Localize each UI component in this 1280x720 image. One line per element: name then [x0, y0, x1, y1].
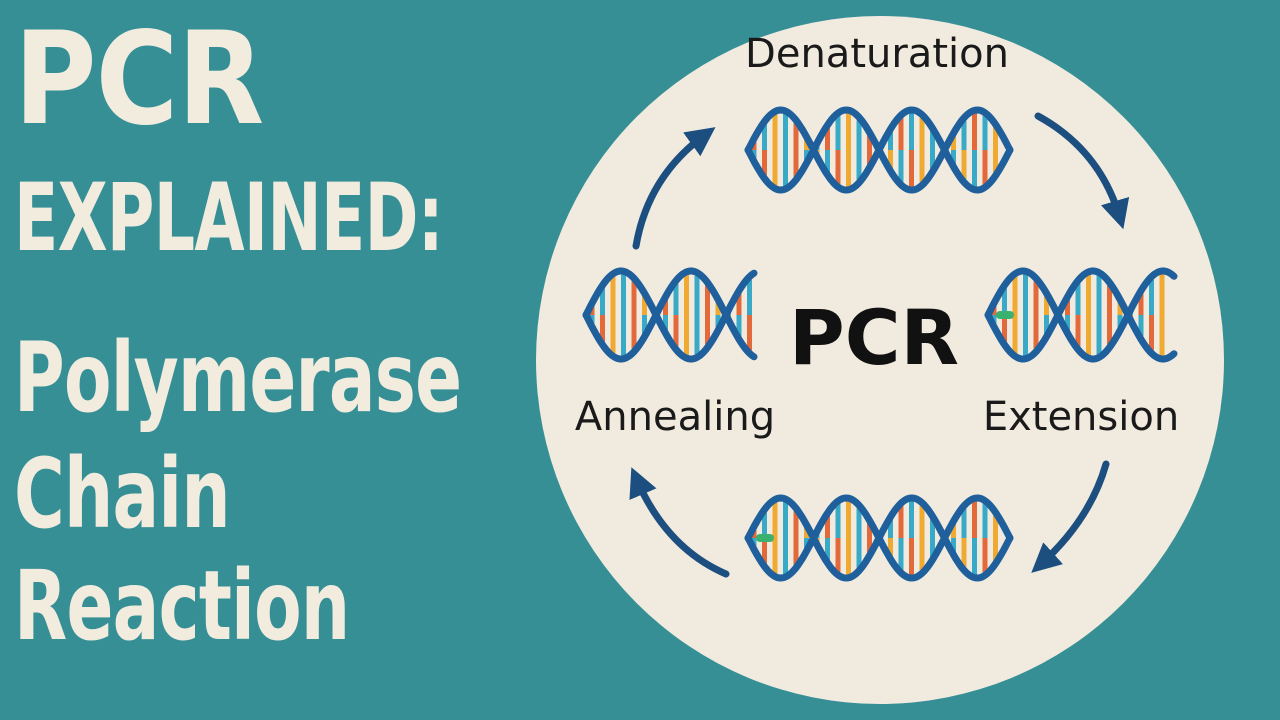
cycle-arrow-icon [1034, 112, 1130, 230]
primer-mark [756, 534, 774, 542]
primer-mark [996, 311, 1014, 319]
title-explained: EXPLAINED: [14, 164, 444, 273]
title-pcr: PCR [14, 5, 264, 154]
dna-helix-icon [582, 267, 758, 363]
center-label-pcr: PCR [789, 293, 959, 382]
cycle-arrow-icon [629, 467, 730, 578]
helix-backbone [582, 267, 758, 363]
dna-helix-icon [744, 106, 1014, 194]
dna-helix-icon [984, 267, 1178, 363]
cycle-circle [536, 16, 1224, 704]
title-chain: Chain [14, 438, 231, 550]
helix-backbone [744, 106, 1014, 194]
helix-backbone [984, 267, 1178, 363]
step-label-denaturation: Denaturation [745, 31, 1009, 77]
title-reaction: Reaction [14, 550, 350, 662]
helix-backbone [744, 494, 1014, 582]
dna-helix-icon [744, 494, 1014, 582]
cycle-arrow-icon [1031, 460, 1110, 573]
title-polymerase: Polymerase [14, 322, 462, 434]
helix-backbone [984, 267, 1178, 363]
step-label-extension: Extension [983, 394, 1179, 440]
step-label-annealing: Annealing [575, 394, 775, 440]
cycle-arrow-icon [632, 127, 716, 250]
